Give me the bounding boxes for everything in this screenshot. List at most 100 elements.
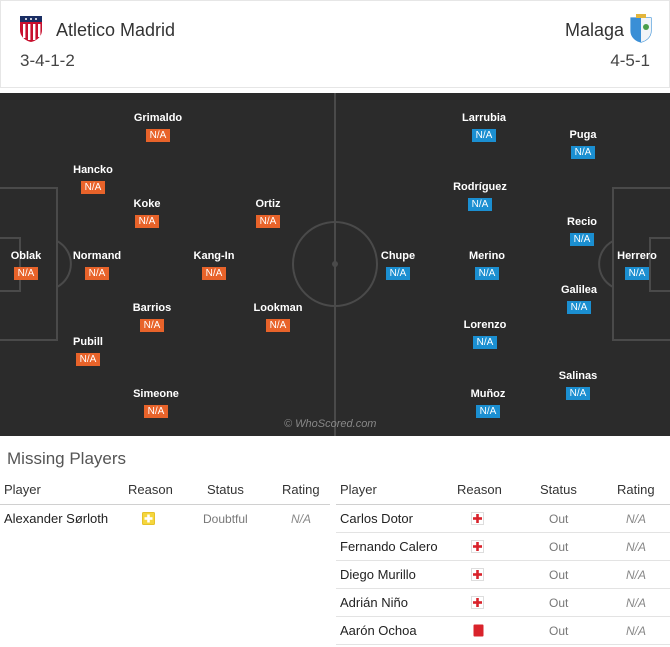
injury-cross-icon [471, 540, 484, 553]
player-name: Barrios [132, 302, 172, 314]
table-row[interactable]: Adrián Niño Out N/A [336, 589, 670, 617]
status-text: Doubtful [203, 512, 248, 526]
player-kang-in[interactable]: Kang-In N/A [169, 250, 259, 281]
player-puga[interactable]: Puga N/A [538, 129, 628, 160]
player-rodriguez[interactable]: Rodríguez N/A [435, 181, 525, 212]
table-row[interactable]: Fernando Calero Out N/A [336, 533, 670, 561]
table-row[interactable]: Carlos Dotor Out N/A [336, 505, 670, 533]
table-row[interactable]: Alexander Sørloth Doubtful N/A [0, 505, 330, 533]
player-name: Larrubia [461, 112, 506, 124]
header-divider [336, 504, 670, 505]
player-name: Grimaldo [133, 112, 183, 124]
player-larrubia[interactable]: Larrubia N/A [439, 112, 529, 143]
col-rating: Rating [282, 482, 320, 497]
player-simeone[interactable]: Simeone N/A [111, 388, 201, 419]
status-text: Out [549, 596, 569, 610]
player-rating-badge: N/A [265, 319, 291, 332]
player-rating-badge: N/A [75, 353, 101, 366]
missing-players-title: Missing Players [7, 449, 127, 468]
doubtful-injury-icon [142, 512, 155, 525]
rating-text: N/A [291, 512, 312, 526]
table-row[interactable]: Diego Murillo Out N/A [336, 561, 670, 589]
player-rating-badge: N/A [570, 146, 596, 159]
player-munoz[interactable]: Muñoz N/A [443, 388, 533, 419]
col-reason: Reason [128, 482, 173, 497]
rating-text: N/A [626, 596, 647, 610]
player-rating-badge: N/A [13, 267, 39, 280]
player-rating-badge: N/A [145, 129, 171, 142]
player-name: Chupe [380, 250, 416, 262]
player-hancko[interactable]: Hancko N/A [48, 164, 138, 195]
player-name[interactable]: Carlos Dotor [340, 511, 413, 526]
malaga-crest-icon[interactable] [628, 13, 654, 43]
player-recio[interactable]: Recio N/A [537, 216, 627, 247]
col-player: Player [340, 482, 377, 497]
player-rating-badge: N/A [624, 267, 650, 280]
player-name: Normand [72, 250, 122, 262]
player-name: Lookman [253, 302, 303, 314]
player-name: Galilea [560, 284, 598, 296]
status-text: Out [549, 624, 569, 638]
player-name[interactable]: Alexander Sørloth [4, 511, 109, 526]
player-name: Merino [468, 250, 506, 262]
player-herrero[interactable]: Herrero N/A [592, 250, 670, 281]
rating-text: N/A [626, 512, 647, 526]
player-salinas[interactable]: Salinas N/A [533, 370, 623, 401]
player-name[interactable]: Diego Murillo [340, 567, 416, 582]
player-name: Simeone [133, 388, 179, 400]
player-rating-badge: N/A [569, 233, 595, 246]
col-reason: Reason [457, 482, 502, 497]
whoscored-watermark: © WhoScored.com [284, 418, 377, 430]
injury-cross-icon [471, 568, 484, 581]
player-name: Oblak [10, 250, 42, 262]
player-name[interactable]: Adrián Niño [340, 595, 408, 610]
player-name: Kang-In [193, 250, 235, 262]
player-chupe[interactable]: Chupe N/A [353, 250, 443, 281]
atletico-madrid-crest-icon[interactable] [18, 13, 44, 43]
player-pubill[interactable]: Pubill N/A [43, 336, 133, 367]
player-rating-badge: N/A [134, 215, 160, 228]
home-team-name[interactable]: Atletico Madrid [56, 20, 176, 40]
player-rating-badge: N/A [255, 215, 281, 228]
away-team-name[interactable]: Malaga [564, 20, 624, 40]
player-name[interactable]: Aarón Ochoa [340, 623, 417, 638]
player-ortiz[interactable]: Ortiz N/A [223, 198, 313, 229]
player-merino[interactable]: Merino N/A [442, 250, 532, 281]
player-barrios[interactable]: Barrios N/A [107, 302, 197, 333]
row-divider [336, 588, 670, 589]
player-name: Recio [567, 216, 597, 228]
player-koke[interactable]: Koke N/A [102, 198, 192, 229]
player-name: Herrero [617, 250, 657, 262]
player-lookman[interactable]: Lookman N/A [233, 302, 323, 333]
player-rating-badge: N/A [565, 387, 591, 400]
player-grimaldo[interactable]: Grimaldo N/A [113, 112, 203, 143]
row-divider [336, 532, 670, 533]
player-rating-badge: N/A [201, 267, 227, 280]
player-normand[interactable]: Normand N/A [52, 250, 142, 281]
player-name: Hancko [73, 164, 113, 176]
player-name[interactable]: Fernando Calero [340, 539, 438, 554]
injury-cross-icon [471, 596, 484, 609]
player-rating-badge: N/A [471, 129, 497, 142]
col-status: Status [540, 482, 577, 497]
player-name: Salinas [558, 370, 598, 382]
player-name: Ortiz [255, 198, 281, 210]
table-row[interactable]: Aarón Ochoa Out N/A [336, 617, 670, 645]
col-player: Player [4, 482, 41, 497]
row-divider [336, 616, 670, 617]
col-status: Status [207, 482, 244, 497]
rating-text: N/A [626, 624, 647, 638]
player-galilea[interactable]: Galilea N/A [534, 284, 624, 315]
player-name: Rodríguez [453, 181, 507, 193]
row-divider [336, 644, 670, 645]
player-name: Lorenzo [463, 319, 507, 331]
player-rating-badge: N/A [385, 267, 411, 280]
player-lorenzo[interactable]: Lorenzo N/A [440, 319, 530, 350]
player-oblak[interactable]: Oblak N/A [0, 250, 71, 281]
player-rating-badge: N/A [566, 301, 592, 314]
player-name: Pubill [73, 336, 103, 348]
injury-cross-icon [471, 512, 484, 525]
status-text: Out [549, 540, 569, 554]
player-name: Muñoz [470, 388, 506, 400]
player-rating-badge: N/A [472, 336, 498, 349]
